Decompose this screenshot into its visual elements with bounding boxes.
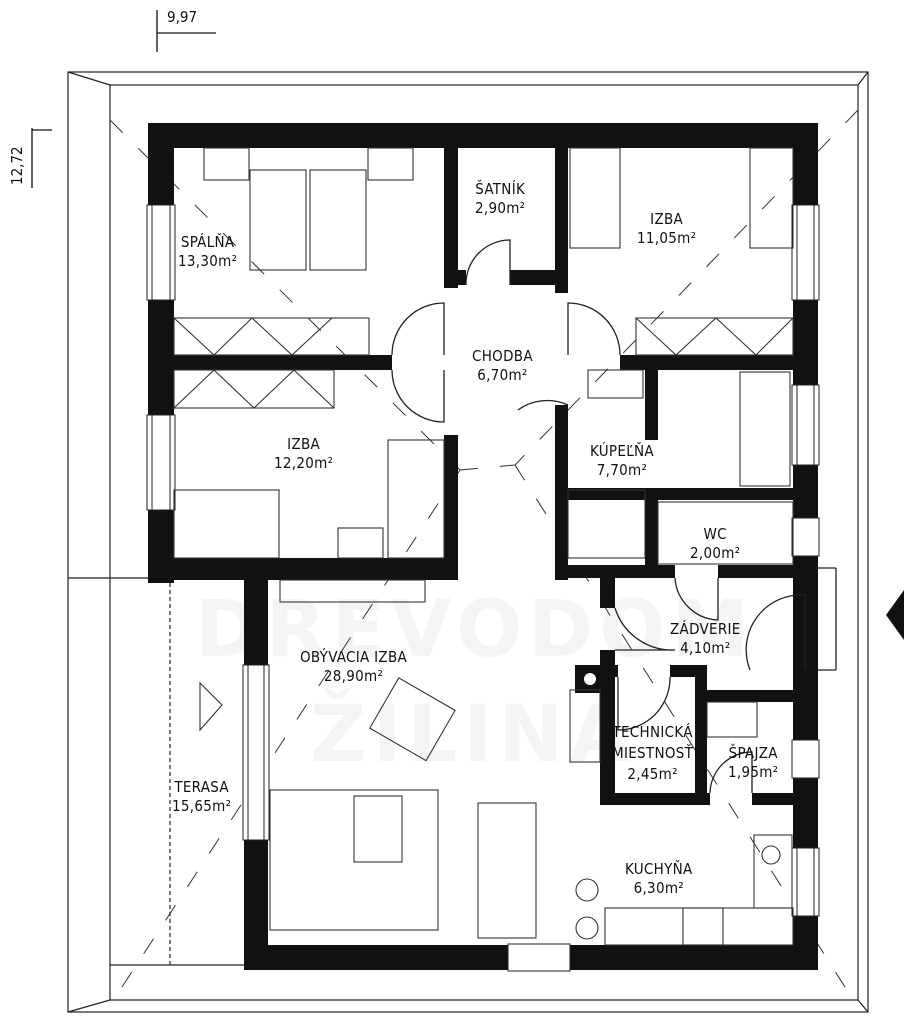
watermark-line1: DREVODOM [195, 585, 755, 675]
windows [146, 204, 820, 972]
roof-outline [67, 71, 869, 1013]
doors [391, 239, 837, 794]
furniture [173, 147, 794, 946]
dimension-depth: 12,72 [8, 146, 26, 185]
entrance-marker-icon [886, 590, 904, 640]
dimension-width: 9,97 [167, 8, 198, 26]
watermark-line2: ŽILINA [310, 690, 636, 780]
dimension-marks [31, 10, 216, 188]
